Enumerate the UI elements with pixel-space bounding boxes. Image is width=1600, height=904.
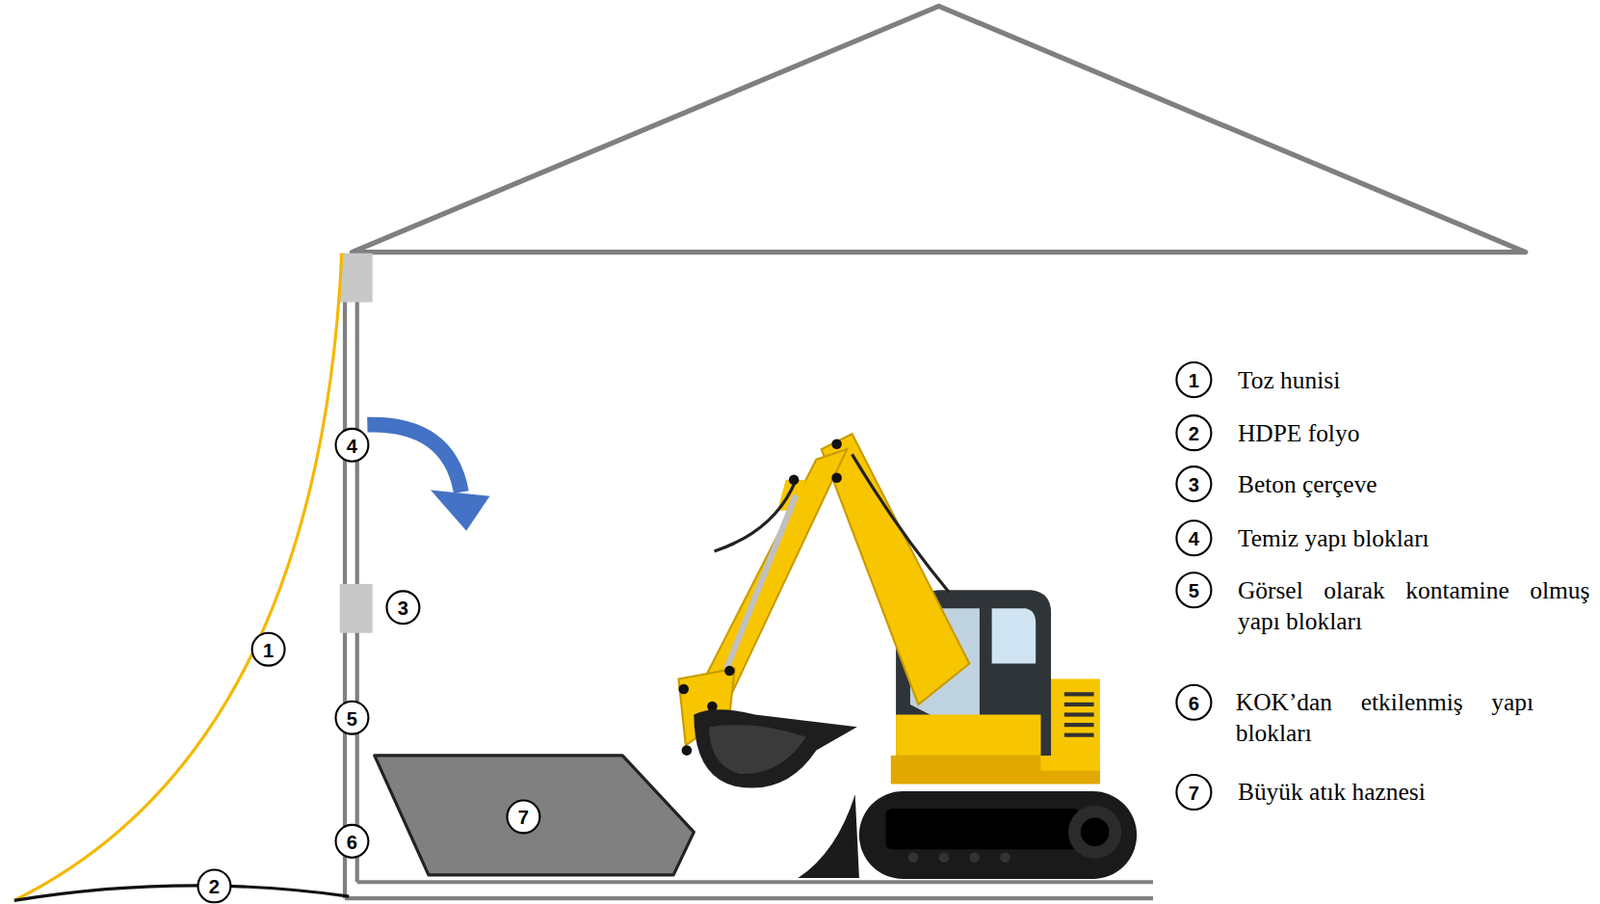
waste-container bbox=[374, 755, 695, 875]
legend-text: HDPE folyo bbox=[1237, 417, 1360, 448]
legend-text: Temiz yapı blokları bbox=[1237, 522, 1430, 553]
legend-number: 3 bbox=[1188, 474, 1200, 495]
legend-text: Görsel olarak kontamine olmuş yapı blokl… bbox=[1237, 574, 1590, 636]
callout-number: 3 bbox=[397, 598, 409, 618]
callout-number: 4 bbox=[346, 436, 358, 456]
hdpe-foil bbox=[14, 885, 349, 900]
legend-text: KOK’dan etkilenmiş yapı blokları bbox=[1235, 686, 1534, 749]
callout-number: 6 bbox=[346, 832, 358, 852]
curved-arrow bbox=[367, 424, 490, 531]
callout-circle bbox=[198, 428, 541, 903]
legend-text: Toz hunisi bbox=[1237, 364, 1340, 395]
dust-funnel bbox=[14, 253, 342, 901]
callout-number: 2 bbox=[209, 876, 220, 896]
legend-circle bbox=[1176, 362, 1211, 810]
concrete-frame bbox=[340, 583, 373, 633]
legend-text: Beton çerçeve bbox=[1237, 468, 1378, 499]
callout-number: 1 bbox=[262, 640, 274, 660]
concrete-frame bbox=[340, 253, 373, 303]
legend-number: 7 bbox=[1188, 783, 1200, 803]
legend-number: 1 bbox=[1188, 370, 1200, 391]
legend-number: 4 bbox=[1188, 528, 1200, 549]
building-wall bbox=[344, 255, 1154, 898]
callout-number: 7 bbox=[518, 807, 529, 827]
legend-number: 6 bbox=[1188, 693, 1200, 713]
legend-number: 2 bbox=[1188, 423, 1200, 444]
roof bbox=[351, 5, 1525, 252]
legend-number: 5 bbox=[1188, 580, 1200, 601]
excavator bbox=[678, 433, 1137, 879]
callout-number: 5 bbox=[346, 708, 358, 729]
legend-text: Büyük atık haznesi bbox=[1237, 776, 1426, 808]
